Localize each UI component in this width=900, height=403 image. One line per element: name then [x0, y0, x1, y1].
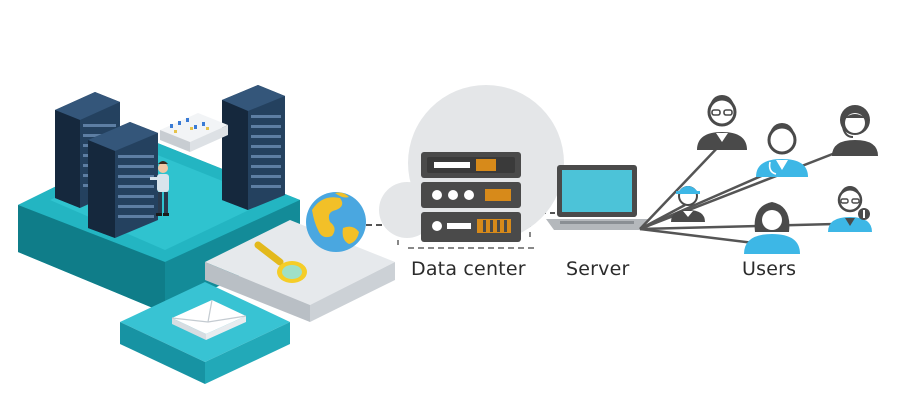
user-headset-icon [832, 105, 878, 156]
user-woman-icon [744, 202, 800, 254]
server-rack-icon [222, 85, 285, 210]
user-links [639, 144, 849, 247]
user-glasses-icon [697, 95, 747, 150]
server-rack-icon [88, 122, 158, 238]
laptop-icon [546, 165, 648, 230]
user-businessman-icon [828, 186, 872, 232]
technician-icon [150, 161, 169, 216]
user-engineer-icon [671, 186, 705, 222]
user-doctor-icon [756, 123, 808, 177]
envelope-icon [171, 299, 247, 340]
users-label: Users [742, 258, 797, 280]
patch-panel-icon [160, 113, 228, 152]
server-label: Server [566, 258, 630, 280]
gray-platform [205, 220, 395, 322]
data-center-label: Data center [411, 258, 526, 280]
globe-icon [306, 192, 366, 252]
data-center-rack-icon [421, 152, 521, 242]
magnifier-icon [254, 241, 307, 283]
